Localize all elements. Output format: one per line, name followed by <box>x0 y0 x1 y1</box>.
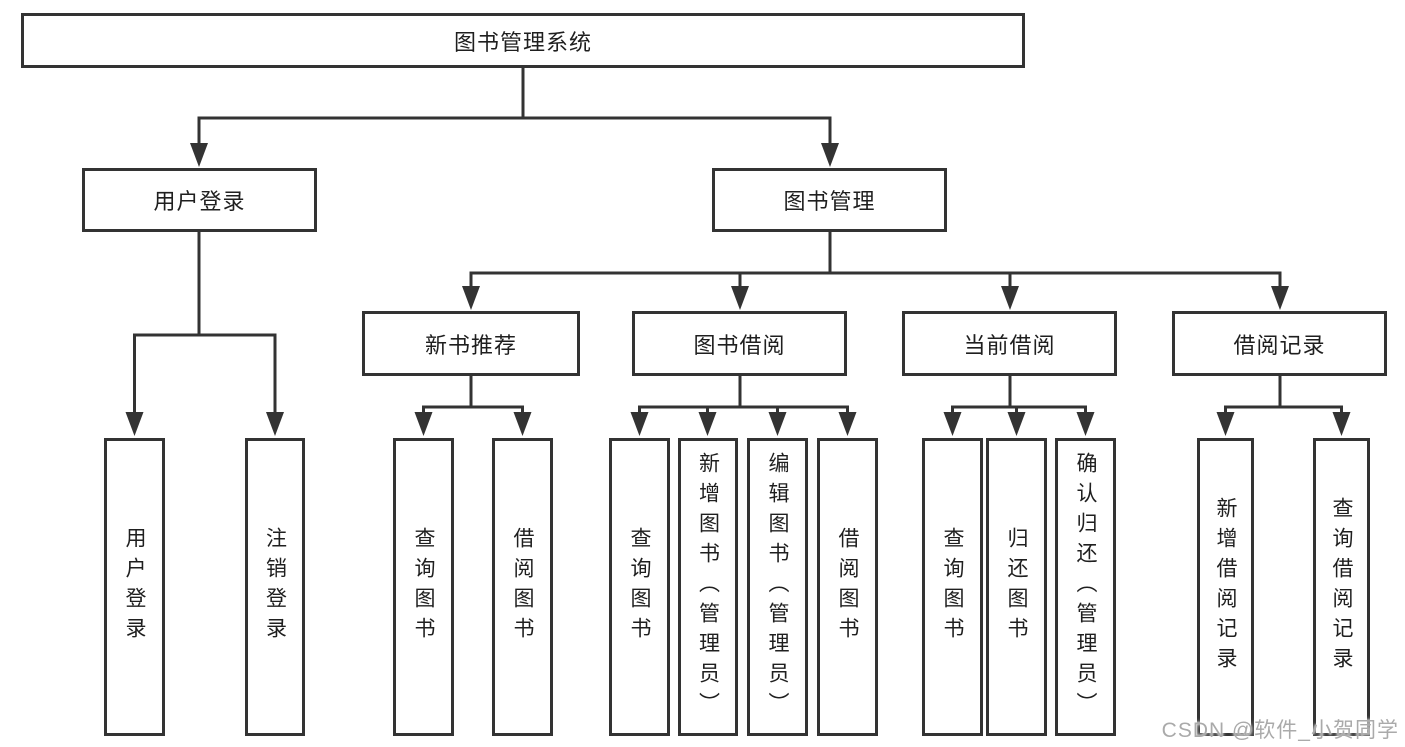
leaf-cb-confirm-return-admin-label: 确认归还（管理员） <box>1074 452 1097 722</box>
node-root-label: 图书管理系统 <box>453 29 592 55</box>
node-current-borrow: 当前借阅 <box>902 311 1117 376</box>
node-current-borrow-label: 当前借阅 <box>963 332 1056 358</box>
node-user-login-branch: 用户登录 <box>82 168 317 232</box>
node-book-mgmt-branch-label: 图书管理 <box>783 189 876 214</box>
leaf-bb-add-book-admin-label: 新增图书（管理员） <box>696 452 720 722</box>
leaf-bb-edit-book-admin: 编辑图书（管理员） <box>747 438 808 736</box>
arrowhead-icon <box>630 412 649 436</box>
arrowhead-icon <box>1001 286 1019 310</box>
arrowheads <box>125 143 1351 436</box>
leaf-cb-return-book: 归还图书 <box>986 438 1047 736</box>
leaf-bb-edit-book-admin-label: 编辑图书（管理员） <box>766 452 789 722</box>
node-new-book-rec: 新书推荐 <box>362 311 580 376</box>
leaf-cb-confirm-return-admin: 确认归还（管理员） <box>1055 438 1116 736</box>
node-book-mgmt-branch: 图书管理 <box>712 168 947 232</box>
leaf-cb-query-books-label: 查询图书 <box>941 527 964 647</box>
arrowhead-icon <box>125 412 144 436</box>
leaf-bb-add-book-admin: 新增图书（管理员） <box>678 438 738 736</box>
arrowhead-icon <box>838 412 857 436</box>
leaf-logout-label: 注销登录 <box>263 527 287 647</box>
node-root: 图书管理系统 <box>21 13 1025 68</box>
arrowhead-icon <box>190 143 208 167</box>
arrowhead-icon <box>1332 412 1351 436</box>
leaf-nr-borrow-books-label: 借阅图书 <box>511 527 534 647</box>
node-new-book-rec-label: 新书推荐 <box>424 332 517 358</box>
node-borrow-records: 借阅记录 <box>1172 311 1387 376</box>
arrowhead-icon <box>414 412 433 436</box>
leaf-logout: 注销登录 <box>245 438 305 736</box>
leaf-bb-query-books-label: 查询图书 <box>628 527 651 647</box>
arrowhead-icon <box>266 412 284 436</box>
leaf-bb-query-books: 查询图书 <box>609 438 670 736</box>
arrowhead-icon <box>513 412 532 436</box>
arrowhead-icon <box>1007 412 1026 436</box>
watermark: CSDN @软件_小贺同学 <box>1161 719 1399 742</box>
leaf-user-login-label: 用户登录 <box>123 527 146 647</box>
node-book-borrow-label: 图书借阅 <box>693 332 786 358</box>
arrowhead-icon <box>821 143 839 167</box>
leaf-br-add-record: 新增借阅记录 <box>1197 438 1254 736</box>
leaf-bb-borrow-books-label: 借阅图书 <box>836 527 859 647</box>
leaf-nr-borrow-books: 借阅图书 <box>492 438 553 736</box>
arrowhead-icon <box>1076 412 1095 436</box>
leaf-br-add-record-label: 新增借阅记录 <box>1214 497 1237 677</box>
node-user-login-branch-label: 用户登录 <box>153 189 246 214</box>
arrowhead-icon <box>1216 412 1235 436</box>
leaf-nr-query-books-label: 查询图书 <box>412 527 435 647</box>
arrowhead-icon <box>731 286 749 310</box>
arrowhead-icon <box>768 412 787 436</box>
leaf-br-query-record-label: 查询借阅记录 <box>1330 497 1353 677</box>
leaf-user-login: 用户登录 <box>104 438 165 736</box>
node-book-borrow: 图书借阅 <box>632 311 847 376</box>
leaf-nr-query-books: 查询图书 <box>393 438 454 736</box>
arrowhead-icon <box>462 286 480 310</box>
leaf-bb-borrow-books: 借阅图书 <box>817 438 878 736</box>
leaf-cb-query-books: 查询图书 <box>922 438 983 736</box>
arrowhead-icon <box>698 412 717 436</box>
arrowhead-icon <box>1271 286 1289 310</box>
leaf-br-query-record: 查询借阅记录 <box>1313 438 1370 736</box>
arrowhead-icon <box>943 412 962 436</box>
node-borrow-records-label: 借阅记录 <box>1233 332 1326 358</box>
leaf-cb-return-book-label: 归还图书 <box>1005 527 1028 647</box>
